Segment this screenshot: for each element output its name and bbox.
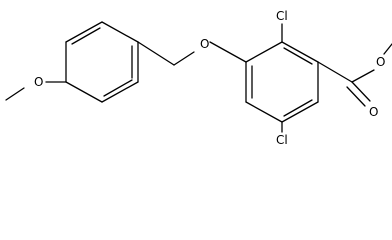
aryl-o-bond: [209, 41, 247, 63]
ring-bond: [281, 101, 319, 123]
chlorine-atom-bottom: Cl: [276, 133, 288, 147]
methoxyphenyl-ring: [65, 21, 139, 103]
o-ch2-bond: [173, 51, 195, 66]
ring-bond: [245, 41, 283, 63]
ring-bond: [245, 101, 283, 123]
methoxy-oxygen-atom: O: [34, 75, 43, 89]
ring-bond: [101, 21, 139, 43]
ether-oxygen-atom: O: [200, 37, 209, 51]
carbonyl-oxygen-atom: O: [369, 105, 378, 119]
ester-oxygen-atom: O: [376, 55, 385, 69]
ring-double-bond: [283, 99, 313, 117]
ring-bond: [101, 81, 139, 103]
ch2-aryl-bond: [137, 41, 175, 66]
ring-double-bond: [103, 79, 133, 97]
ring-double-bond: [283, 47, 313, 65]
ring-bond: [65, 81, 103, 103]
ring-bond: [281, 41, 319, 63]
chemical-structure-diagram: Cl Cl O O O O: [5, 9, 392, 147]
ring-bond: [65, 21, 103, 43]
carbonyl-double-bond: [351, 81, 371, 102]
carbonyl-double-bond-inner: [346, 86, 366, 107]
ring-double-bond: [71, 27, 101, 45]
o-methyl-bond: [5, 87, 25, 101]
chlorine-atom-top: Cl: [276, 9, 288, 23]
central-benzene-ring: [245, 41, 319, 123]
o-methyl-ester-bond: [383, 43, 392, 55]
carbonyl-o-single-bond: [351, 69, 375, 83]
aryl-carbonyl-bond: [317, 61, 353, 83]
